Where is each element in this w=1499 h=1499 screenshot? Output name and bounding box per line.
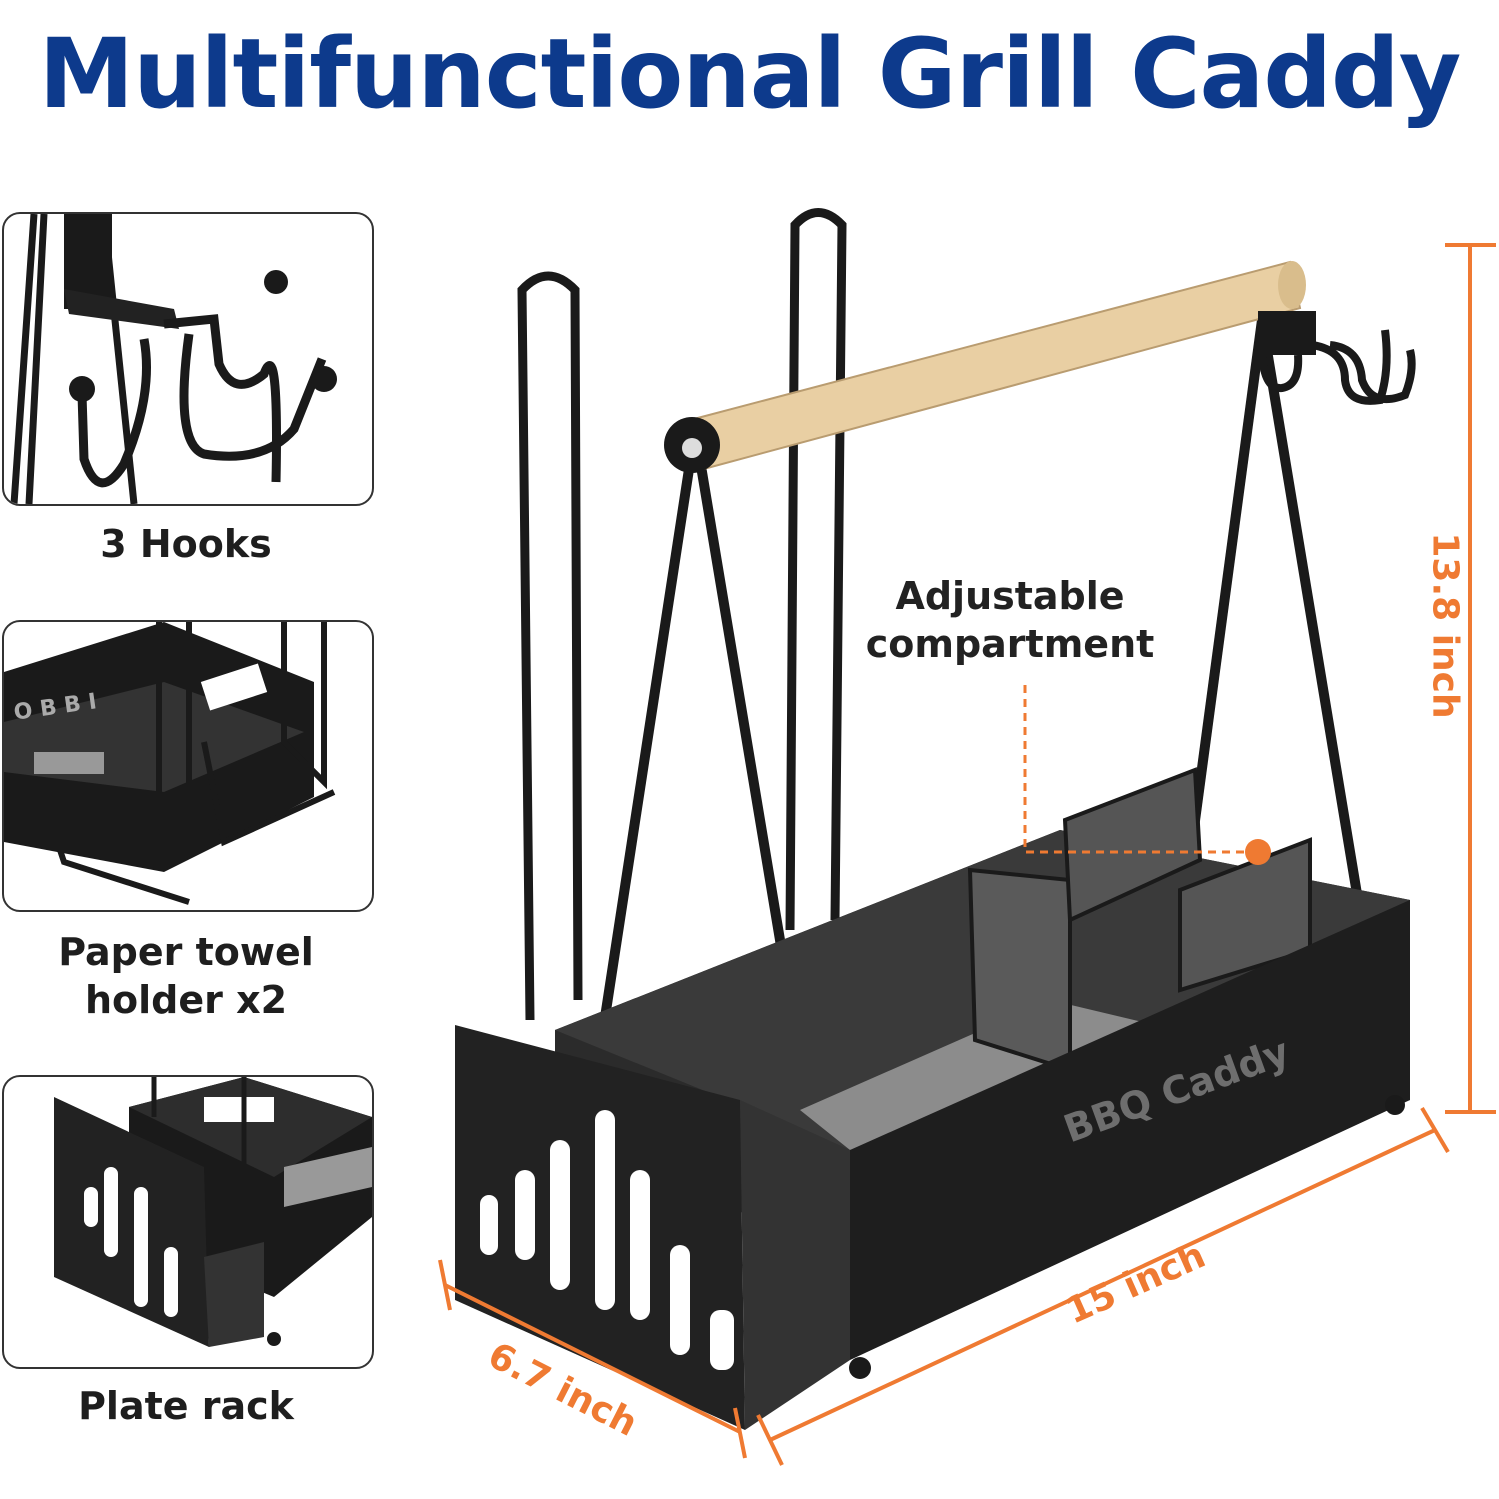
page-title: Multifunctional Grill Caddy [38,18,1462,130]
paper-towel-caption-line2: holder x2 [84,978,288,1022]
height-dimension-label: 13.8 inch [1424,532,1466,719]
callout-line2: compartment [865,622,1155,666]
paper-towel-caption: Paper towel holder x2 [0,928,372,1024]
adjustable-compartment-callout: Adjustable compartment [845,572,1175,668]
plate-rack-icon [54,1077,372,1347]
hooks-thumbnail [2,212,374,506]
side-hooks [1258,311,1416,405]
plate-rack-thumbnail [2,1075,374,1369]
callout-line1: Adjustable [895,574,1125,618]
paper-towel-thumbnail: O B B I [2,620,374,912]
wooden-handle [664,260,1306,473]
paper-towel-caption-line1: Paper towel [58,930,314,974]
hooks-caption: 3 Hooks [100,522,272,566]
paper-towel-holder-icon: O B B I [4,622,336,905]
plate-rack-caption: Plate rack [78,1384,294,1428]
hooks-icon [10,214,337,504]
